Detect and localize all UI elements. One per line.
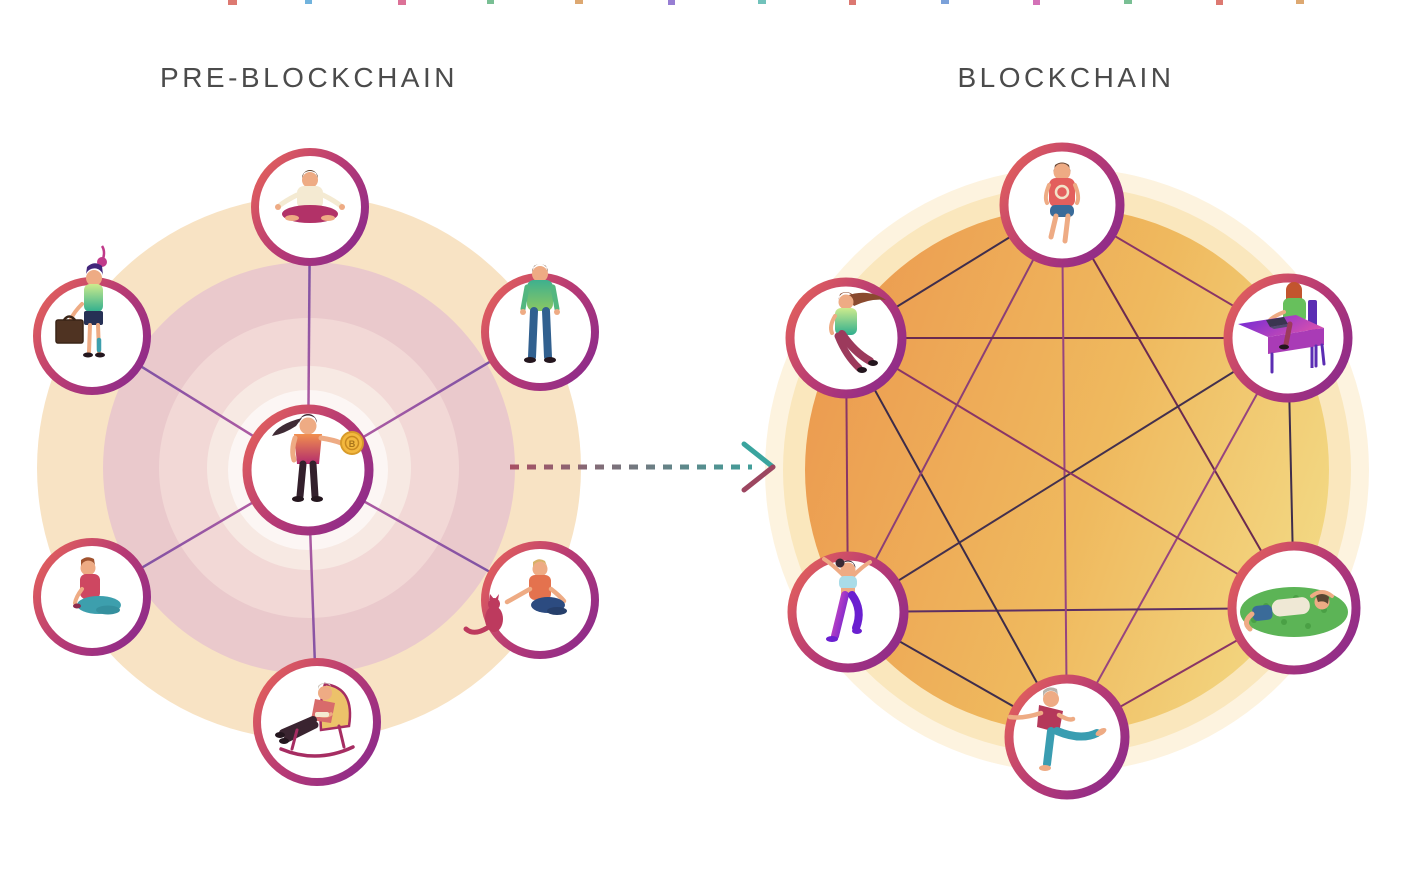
bitcoin-coin-icon: B [349, 439, 356, 449]
node-dancing-woman [822, 557, 872, 642]
node-sitting-woman [829, 292, 886, 373]
node-person-lounging [1240, 587, 1348, 637]
cropped-top-artifacts [228, 0, 1304, 5]
left-node-rings [33, 148, 599, 786]
node-standing-man [520, 264, 560, 363]
hub-person-with-bitcoin: B [272, 414, 364, 502]
node-person-meditating [275, 170, 345, 223]
cat-icon [463, 594, 503, 635]
node-person-rocking-chair [275, 682, 355, 758]
briefcase-icon [55, 319, 84, 344]
transition-arrow-icon [510, 441, 776, 493]
blockchain-title: BLOCKCHAIN [957, 62, 1175, 93]
node-running-man [1007, 687, 1107, 771]
laptop-icon [1266, 317, 1292, 329]
node-businesswoman-briefcase [55, 245, 107, 358]
node-person-sitting-back-view [1043, 162, 1081, 244]
pre-blockchain-title: PRE-BLOCKCHAIN [160, 62, 458, 93]
node-woman-at-desk [1238, 282, 1326, 374]
node-kneeling-person [73, 557, 121, 615]
node-person-petting-cat [463, 559, 567, 635]
